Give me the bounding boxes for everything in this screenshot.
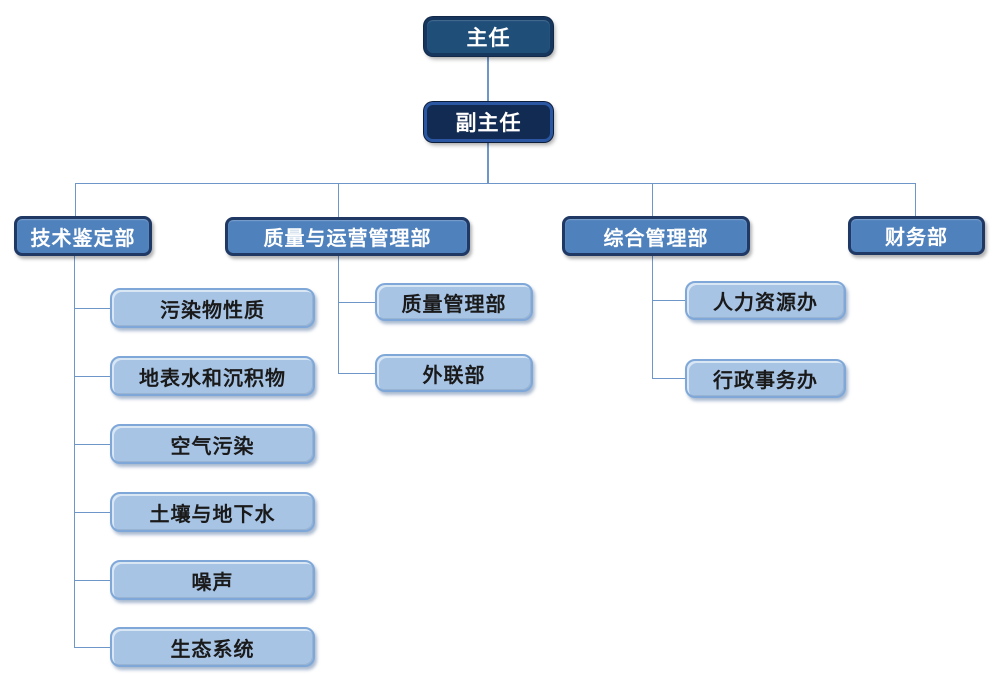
node-sub-surface-water: 地表水和沉积物 — [110, 356, 315, 396]
connector-stub-ecosystem — [74, 647, 110, 648]
node-dept-admin-label: 综合管理部 — [603, 225, 709, 250]
connector-stub-air — [74, 444, 110, 445]
node-director: 主任 — [424, 17, 553, 56]
node-sub-soil-label: 土壤与地下水 — [149, 501, 276, 526]
connector-stub-quality-mgmt — [338, 302, 375, 303]
node-dept-tech: 技术鉴定部 — [14, 216, 152, 256]
connector-stub-noise — [74, 580, 110, 581]
node-sub-pollutant-label: 污染物性质 — [160, 297, 265, 322]
node-sub-admin-affairs: 行政事务办 — [685, 359, 846, 398]
node-sub-quality-mgmt-label: 质量管理部 — [401, 291, 507, 316]
connector-drop-dept-tech — [75, 183, 76, 216]
connector-stub-surface-water — [74, 376, 110, 377]
node-sub-surface-water-label: 地表水和沉积物 — [139, 365, 286, 390]
node-deputy-director: 副主任 — [424, 102, 553, 142]
connector-stub-external — [338, 373, 375, 374]
connector-deputy-trunk — [487, 142, 489, 183]
node-sub-external-label: 外联部 — [422, 362, 486, 387]
node-sub-air: 空气污染 — [110, 424, 315, 464]
node-deputy-director-label: 副主任 — [455, 111, 522, 135]
connector-drop-dept-admin — [652, 183, 653, 216]
connector-drop-dept-quality-ops — [338, 183, 339, 217]
connector-stub-hr — [652, 300, 685, 301]
connector-trunk-quality-ops — [338, 256, 339, 373]
node-sub-ecosystem: 生态系统 — [110, 627, 315, 667]
node-sub-hr: 人力资源办 — [685, 281, 846, 320]
node-dept-admin: 综合管理部 — [562, 216, 750, 256]
node-sub-pollutant: 污染物性质 — [110, 288, 315, 328]
connector-stub-admin-affairs — [652, 378, 685, 379]
node-sub-ecosystem-label: 生态系统 — [170, 636, 255, 661]
node-sub-external: 外联部 — [375, 354, 533, 392]
connector-director-deputy — [487, 56, 489, 102]
node-dept-finance-label: 财务部 — [885, 225, 948, 249]
node-director-label: 主任 — [466, 25, 511, 50]
node-sub-admin-affairs-label: 行政事务办 — [713, 368, 818, 392]
node-sub-noise-label: 噪声 — [191, 569, 234, 594]
node-dept-quality-ops: 质量与运营管理部 — [225, 217, 470, 256]
connector-stub-pollutant — [74, 308, 110, 309]
node-sub-air-label: 空气污染 — [170, 433, 255, 458]
node-dept-tech-label: 技术鉴定部 — [30, 225, 136, 250]
node-dept-finance: 财务部 — [848, 216, 985, 255]
connector-main-horizontal — [75, 183, 916, 184]
connector-trunk-tech — [74, 256, 75, 648]
node-sub-quality-mgmt: 质量管理部 — [375, 283, 533, 321]
node-sub-soil: 土壤与地下水 — [110, 492, 315, 532]
connector-stub-soil — [74, 512, 110, 513]
node-sub-hr-label: 人力资源办 — [713, 290, 818, 314]
node-sub-noise: 噪声 — [110, 560, 315, 600]
connector-drop-dept-finance — [915, 183, 916, 216]
node-dept-quality-ops-label: 质量与运营管理部 — [263, 226, 432, 250]
connector-trunk-admin — [652, 256, 653, 378]
